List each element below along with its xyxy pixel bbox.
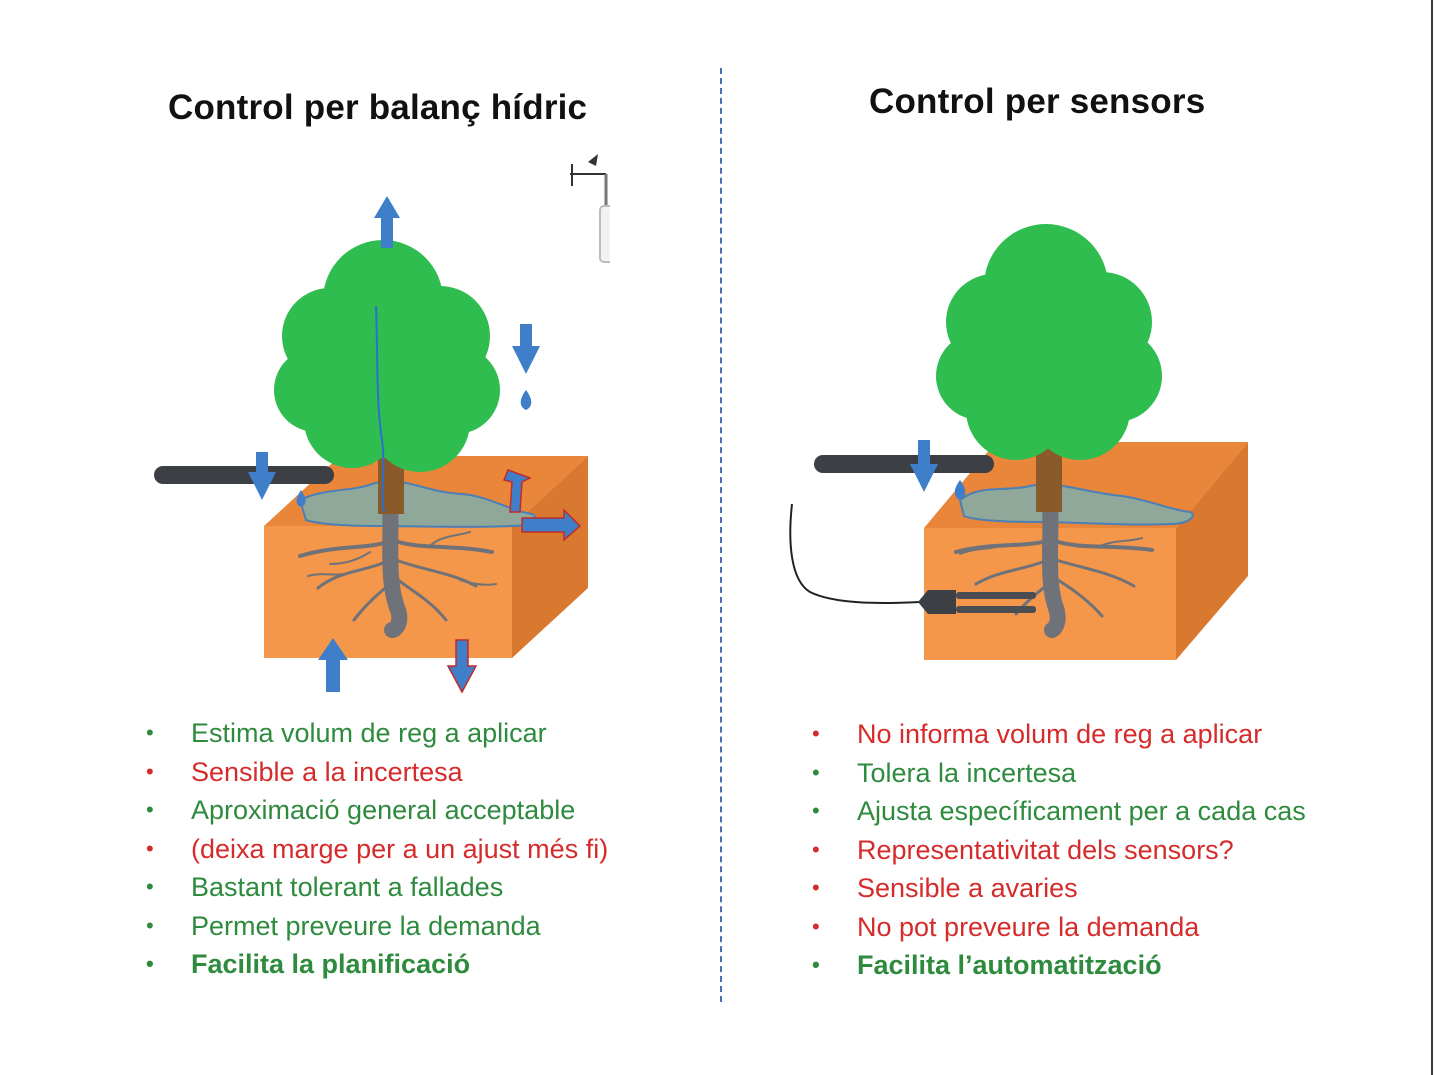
list-item-text: Sensible a avaries (857, 873, 1078, 903)
list-item-text: Aproximació general acceptable (191, 795, 576, 825)
bullet-icon: • (812, 952, 820, 977)
tree-roots (298, 492, 497, 638)
bullet-icon: • (146, 835, 154, 861)
list-item-text: Representativitat dels sensors? (857, 834, 1234, 865)
list-item: • No pot preveure la demanda (812, 908, 1306, 947)
bullet-icon: • (146, 912, 154, 938)
right-panel-title: Control per sensors (869, 82, 1206, 121)
left-panel-title: Control per balanç hídric (168, 88, 588, 127)
list-item-text: Facilita la planificació (191, 949, 471, 979)
capillary-arrow-icon (318, 638, 348, 692)
tree-canopy (274, 240, 500, 472)
list-item: • Ajusta específicament per a cada cas (812, 792, 1306, 831)
soil-moisture-sensor-icon (918, 590, 1036, 614)
irrigation-pipe (154, 466, 334, 484)
list-item: • Representativitat dels sensors? (812, 831, 1306, 870)
soil-block (264, 456, 588, 658)
list-item: • Facilita l’automatització (812, 946, 1306, 985)
drip-arrow-icon (248, 452, 276, 500)
bullet-icon: • (146, 951, 154, 976)
list-item: • Permet preveure la demanda (146, 907, 608, 946)
rain-arrow-icon (512, 324, 540, 374)
tree-canopy (936, 224, 1162, 460)
list-item: • Facilita la planificació (146, 945, 608, 984)
list-item: • Sensible a la incertesa (146, 753, 608, 792)
water-balance-illustration (154, 154, 610, 694)
water-drop-icon (520, 390, 532, 410)
list-item-text: Sensible a la incertesa (191, 756, 463, 787)
list-item-text: No pot preveure la demanda (857, 911, 1200, 942)
bullet-icon: • (812, 875, 820, 900)
weather-station-icon (570, 154, 610, 263)
drainage-arrow-icon (446, 639, 478, 694)
bullet-icon: • (146, 720, 154, 745)
bullet-icon: • (812, 836, 820, 862)
list-item-text: (deixa marge per a un ajust més fi) (191, 833, 609, 864)
list-item: • Aproximació general acceptable (146, 791, 608, 830)
bullet-icon: • (812, 759, 820, 785)
irrigation-pipe (814, 455, 994, 473)
list-item: • No informa volum de reg a aplicar (812, 715, 1306, 754)
soil-water-patch (958, 483, 1194, 526)
list-item: • (deixa marge per a un ajust més fi) (146, 830, 608, 869)
list-item-text: No informa volum de reg a aplicar (857, 719, 1263, 749)
list-item: • Bastant tolerant a fallades (146, 868, 608, 907)
list-item: • Tolera la incertesa (812, 754, 1306, 793)
bullet-icon: • (146, 874, 154, 899)
xylem-line (375, 305, 385, 513)
list-item-text: Bastant tolerant a fallades (191, 872, 504, 902)
list-item-text: Permet preveure la demanda (191, 910, 541, 941)
left-characteristics-list: • Estima volum de reg a aplicar • Sensible … (146, 714, 608, 984)
water-drop-icon (954, 480, 966, 500)
bullet-icon: • (812, 798, 820, 823)
right-characteristics-list: • No informa volum de reg a aplicar • Toler… (812, 715, 1306, 985)
panel-divider (720, 68, 722, 1002)
bullet-icon: • (146, 758, 154, 784)
bullet-icon: • (812, 721, 820, 746)
list-item: • Estima volum de reg a aplicar (146, 714, 608, 753)
sensor-cable (789, 503, 921, 604)
drip-arrow-icon (910, 440, 938, 492)
sensor-control-illustration (789, 224, 1248, 660)
up-arrow-icon (374, 196, 400, 248)
frame-edge (1431, 0, 1433, 1075)
list-item: • Sensible a avaries (812, 869, 1306, 908)
runoff-arrow-icon (502, 469, 582, 542)
list-item-text: Facilita l’automatització (857, 950, 1162, 980)
bullet-icon: • (812, 913, 820, 939)
water-drop-icon (296, 490, 306, 507)
list-item-text: Ajusta específicament per a cada cas (857, 796, 1306, 826)
list-item-text: Tolera la incertesa (857, 757, 1077, 788)
list-item-text: Estima volum de reg a aplicar (191, 718, 547, 748)
soil-water-patch (298, 480, 537, 528)
bullet-icon: • (146, 797, 154, 822)
